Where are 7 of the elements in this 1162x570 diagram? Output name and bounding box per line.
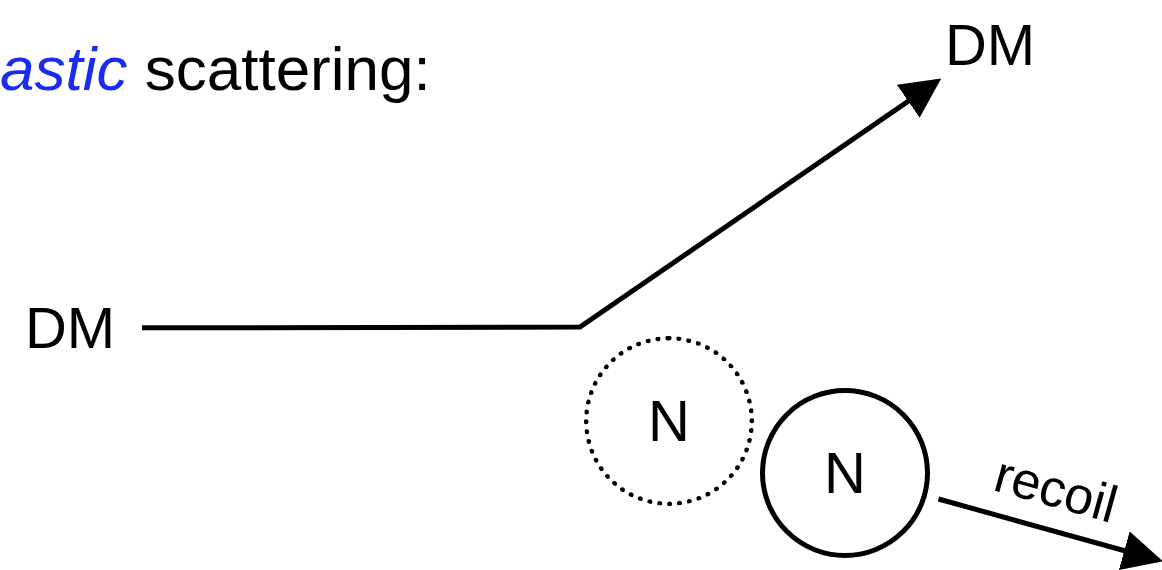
particle-label: DM <box>930 12 1050 78</box>
edge-label: recoil <box>989 447 1124 532</box>
particle-label: DM <box>10 295 130 361</box>
nucleus-circle: N <box>584 336 754 506</box>
arrow <box>142 78 942 331</box>
nucleus-circle: N <box>760 388 930 558</box>
arrow <box>937 496 1162 570</box>
